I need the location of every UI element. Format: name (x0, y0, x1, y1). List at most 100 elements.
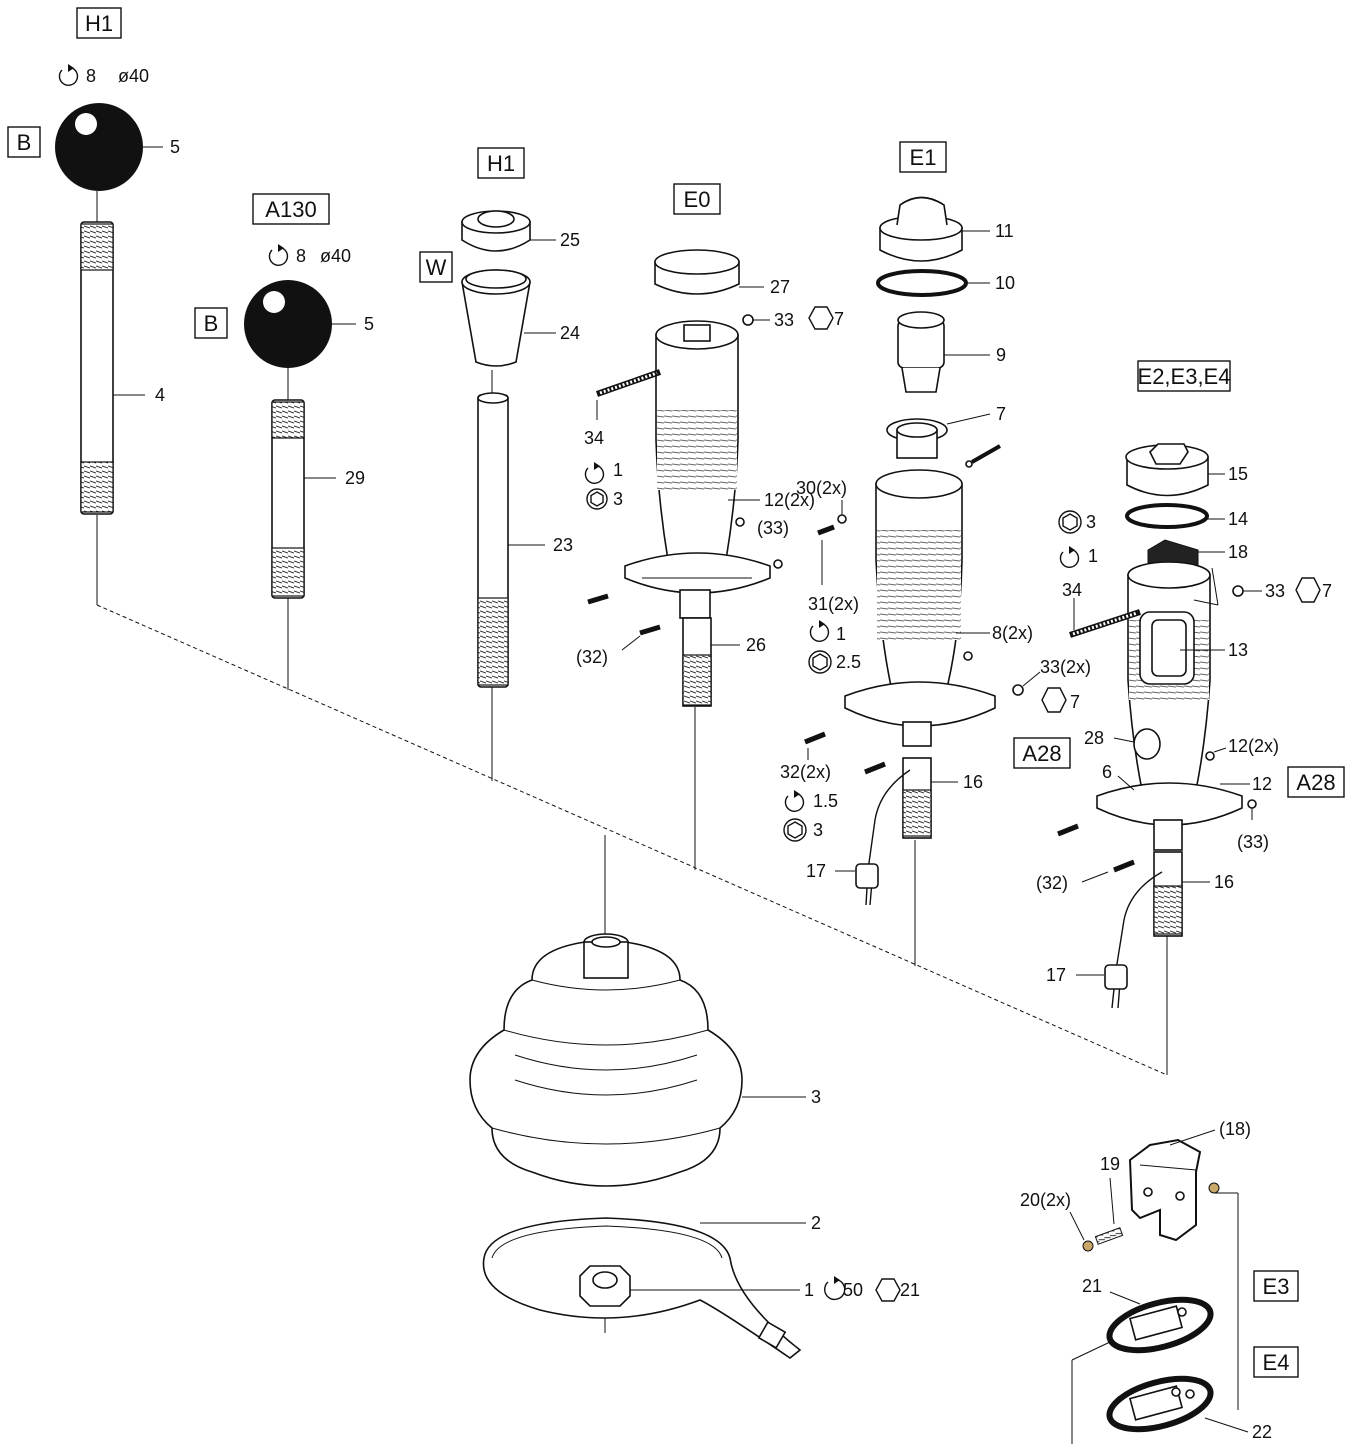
hex-nut-icon (875, 1278, 901, 1302)
callout-label: E1 (910, 145, 937, 170)
callout-label: 16 (1214, 872, 1234, 892)
callout-label: 22 (1252, 1422, 1272, 1442)
hex-nut-icon (808, 306, 834, 330)
callout-label: 12(2x) (764, 490, 815, 510)
variant-e0: E0 (673, 183, 721, 215)
callout-label: 2 (811, 1213, 821, 1233)
callout-33-e2: (33) (1237, 799, 1269, 852)
hex-nut-icon (1295, 577, 1321, 603)
callout-8: 8(2x) (956, 623, 1033, 643)
callout-label: 1.5 (813, 791, 838, 811)
variant-a130: A130 (252, 193, 330, 225)
callout-label: 1 (804, 1280, 814, 1300)
callout-label: (32) (1036, 873, 1068, 893)
screw-34b: 34 (1062, 580, 1141, 638)
variant-e3: E3 (1253, 1270, 1299, 1302)
callout-label: 29 (345, 468, 365, 488)
nut-33-e2: 33 7 (1232, 577, 1332, 603)
rod-23: 23 (477, 392, 573, 688)
callout-label: 17 (806, 861, 826, 881)
rotate-icon (809, 623, 830, 642)
hex-socket-icon (586, 488, 608, 510)
cable-17b: 17 (1046, 871, 1163, 1009)
variant-e234: E2,E3,E4 (1137, 360, 1231, 392)
callout-label: W (426, 255, 447, 280)
callout-label: 31(2x) (808, 594, 859, 614)
callout-label: 20(2x) (1020, 1190, 1071, 1210)
variant-a28-right: A28 (1287, 766, 1345, 798)
callout-label: 13 (1228, 640, 1248, 660)
callout-label: ø40 (118, 66, 149, 86)
variant-b-left: B (7, 126, 41, 158)
callout-label: E2,E3,E4 (1138, 364, 1231, 389)
bellows-3: 3 (469, 933, 821, 1187)
torque-spec-base: 50 21 (824, 1276, 920, 1302)
callout-label: 1 (613, 460, 623, 480)
callout-label: 4 (155, 385, 165, 405)
callout-label: 3 (1086, 512, 1096, 532)
hex-nut-icon (1041, 687, 1067, 713)
arrow-icon (794, 790, 800, 798)
button-9: 9 (897, 311, 1006, 393)
callout-label: 5 (364, 314, 374, 334)
callout-label: 7 (834, 309, 844, 329)
rotate-icon (824, 1279, 846, 1301)
torque-spec-e1-b: 1.5 3 (783, 790, 838, 842)
handle-body-e1 (844, 469, 996, 747)
callout-label: 30(2x) (796, 478, 847, 498)
torque-spec-knob-1: 8 ø40 (58, 64, 149, 86)
callout-label: H1 (85, 11, 113, 36)
torque-spec-e1-a: 1 2.5 (808, 620, 861, 674)
detail-switch-18: (18) (1128, 1119, 1251, 1242)
callout-label: 5 (170, 137, 180, 157)
callout-label: 17 (1046, 965, 1066, 985)
callout-label: (32) (576, 647, 608, 667)
callout-label: 21 (1082, 1276, 1102, 1296)
callout-label: 50 (843, 1280, 863, 1300)
cap-11: 11 (879, 196, 1014, 262)
callout-label: 2.5 (836, 652, 861, 672)
callout-label: 8 (86, 66, 96, 86)
torque-spec-e2: 3 1 (1058, 510, 1098, 568)
screw-31-30: 30(2x) 31(2x) (796, 444, 1001, 614)
callout-label: 25 (560, 230, 580, 250)
handle-body-e0 (624, 320, 771, 619)
handle-body-e234 (1096, 561, 1243, 851)
callout-33-e0: (33) (735, 517, 789, 569)
nut-33-e1: 33(2x) 7 (963, 651, 1091, 713)
cap-27: 27 (654, 249, 790, 297)
torque-spec-e0: 1 3 (584, 460, 623, 510)
callout-label: 3 (613, 489, 623, 509)
rod-4: 4 (80, 221, 165, 515)
sleeve-7: 7 (886, 404, 1006, 459)
button-28: 28 (1084, 728, 1161, 760)
variant-a28-left: A28 (1013, 737, 1071, 769)
callout-label: (33) (757, 518, 789, 538)
callout-label: 7 (1070, 692, 1080, 712)
hex-socket-icon (808, 650, 832, 674)
stem-16a: 16 (902, 757, 983, 839)
arrow-icon (594, 462, 600, 470)
callout-label: A28 (1296, 770, 1335, 795)
screw-32-e1: 32(2x) (780, 731, 886, 782)
screw-32a: (32) (576, 593, 661, 667)
callout-label: B (17, 130, 32, 155)
hex-socket-icon (783, 818, 807, 842)
callout-label: A130 (265, 197, 316, 222)
cable-17a: 17 (806, 769, 911, 906)
callout-label: E4 (1263, 1350, 1290, 1375)
plate-22: 22 (1106, 1375, 1272, 1442)
variant-e4: E4 (1253, 1346, 1299, 1378)
callout-label: 23 (553, 535, 573, 555)
callout-label: ø40 (320, 246, 351, 266)
callout-12-e2: 12(2x) 12 (1205, 736, 1279, 794)
callout-label: 8(2x) (992, 623, 1033, 643)
rotate-icon (1059, 549, 1080, 568)
ring-14: 14 (1125, 503, 1248, 529)
callout-label: 19 (1100, 1154, 1120, 1174)
callout-label: 11 (995, 221, 1014, 241)
callout-label: 12 (1252, 774, 1272, 794)
rod-29: 29 (271, 399, 365, 599)
callout-label: B (204, 311, 219, 336)
callout-label: H1 (487, 151, 515, 176)
